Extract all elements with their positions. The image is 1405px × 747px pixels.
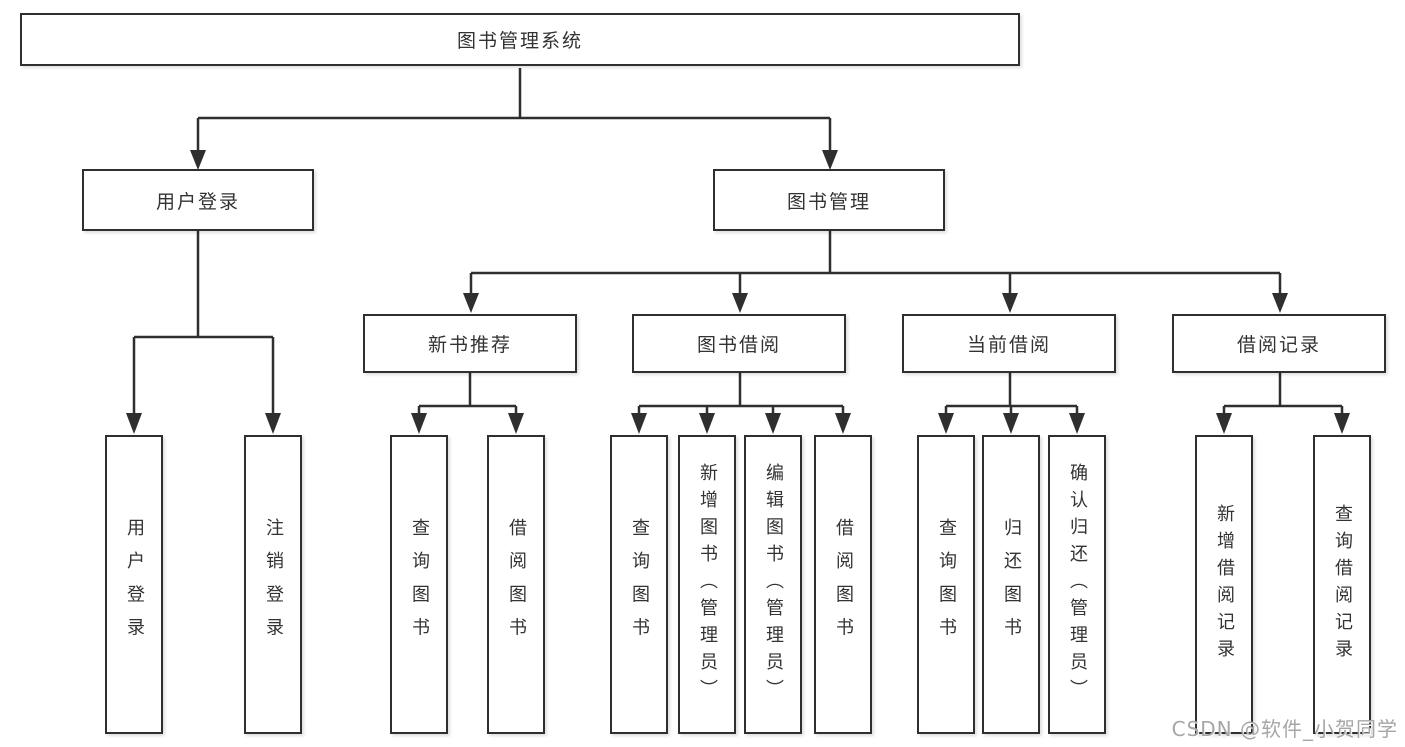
leaf-recommend-query-books: 查询图书 (390, 435, 448, 734)
leaf-recommend-borrow-books: 借阅图书 (487, 435, 545, 734)
node-book-management-label: 图书管理 (786, 190, 871, 213)
node-user-login-label: 用户登录 (155, 190, 240, 213)
node-current-borrow: 当前借阅 (902, 314, 1116, 373)
node-borrow-records-label: 借阅记录 (1236, 334, 1321, 356)
leaf-borrow-query-books-label: 查询图书 (629, 517, 650, 652)
node-book-borrow-label: 图书借阅 (696, 334, 781, 356)
watermark: CSDN @软件_小贺同学 (1171, 717, 1398, 741)
leaf-records-query-record-label: 查询借阅记录 (1332, 503, 1353, 666)
node-book-management: 图书管理 (713, 169, 945, 231)
leaf-current-query-books-label: 查询图书 (936, 517, 957, 652)
leaf-user-login: 用户登录 (105, 435, 163, 734)
leaf-current-return-books: 归还图书 (982, 435, 1040, 734)
leaf-records-query-record: 查询借阅记录 (1313, 435, 1371, 734)
leaf-logout-label: 注销登录 (263, 517, 284, 652)
node-current-borrow-label: 当前借阅 (966, 334, 1051, 356)
leaf-logout: 注销登录 (244, 435, 302, 734)
leaf-recommend-query-books-label: 查询图书 (409, 517, 430, 652)
leaf-user-login-label: 用户登录 (124, 517, 145, 652)
leaf-borrow-add-books-admin: 新增图书（管理员） (678, 435, 736, 734)
leaf-borrow-add-books-admin-label: 新增图书（管理员） (697, 463, 718, 706)
leaf-current-confirm-return-admin-label: 确认归还（管理员） (1067, 463, 1088, 706)
node-borrow-records: 借阅记录 (1172, 314, 1386, 373)
leaf-records-add-record: 新增借阅记录 (1195, 435, 1253, 734)
leaf-current-query-books: 查询图书 (917, 435, 975, 734)
node-root-system: 图书管理系统 (20, 13, 1020, 66)
leaf-borrow-edit-books-admin: 编辑图书（管理员） (744, 435, 802, 734)
node-user-login: 用户登录 (82, 169, 314, 231)
leaf-borrow-borrow-books-label: 借阅图书 (833, 517, 854, 652)
leaf-current-return-books-label: 归还图书 (1001, 517, 1022, 652)
leaf-borrow-edit-books-admin-label: 编辑图书（管理员） (763, 463, 784, 706)
leaf-recommend-borrow-books-label: 借阅图书 (506, 517, 527, 652)
node-root-label: 图书管理系统 (456, 30, 583, 52)
node-new-book-recommend: 新书推荐 (363, 314, 577, 373)
leaf-borrow-borrow-books: 借阅图书 (814, 435, 872, 734)
node-new-book-recommend-label: 新书推荐 (427, 334, 512, 356)
node-book-borrow: 图书借阅 (632, 314, 846, 373)
leaf-borrow-query-books: 查询图书 (610, 435, 668, 734)
leaf-current-confirm-return-admin: 确认归还（管理员） (1048, 435, 1106, 734)
leaf-records-add-record-label: 新增借阅记录 (1214, 503, 1235, 666)
